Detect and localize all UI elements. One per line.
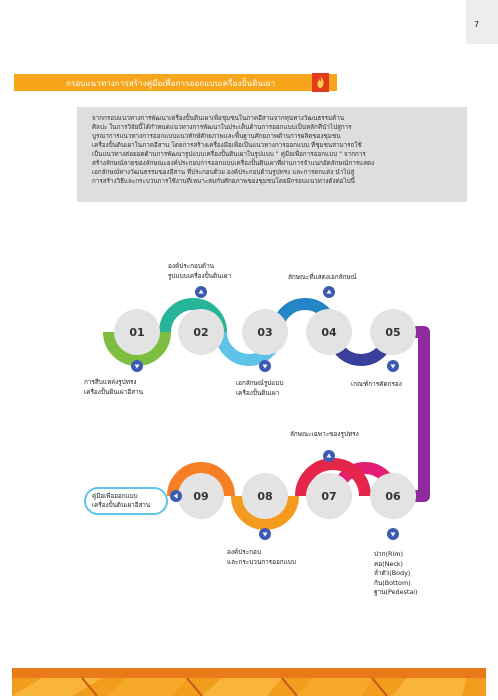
step-02-label: องค์ประกอบด้าน รูปแบบเครื่องปั้นดินเผา (168, 262, 232, 280)
step-01: 01 (114, 309, 160, 355)
step-01-number: 01 (129, 326, 144, 339)
connector-05-06 (393, 326, 430, 502)
intro-paragraph: จากกรอบแนวทางการพัฒนาเครื่องปั้นดินเผาเพ… (92, 115, 375, 185)
step-09-number: 09 (193, 490, 208, 503)
intro-box (77, 107, 467, 202)
arrow-up-icon (323, 286, 335, 298)
step-02-number: 02 (193, 326, 208, 339)
step-04-label: ลักษณะที่แสดงเอกลักษณ์ (288, 273, 357, 281)
arrow-left-icon (170, 490, 182, 502)
step-04: 04 (306, 309, 352, 355)
step-05-label: เกณฑ์การคัดกรอง (351, 380, 402, 388)
result-label: คู่มือเพื่อออกแบบ เครื่องปั้นดินเผาอีสาน (92, 493, 151, 509)
section-banner (14, 74, 337, 91)
step-02: 02 (178, 309, 224, 355)
result-box (84, 487, 168, 515)
arrow-down-icon (259, 528, 271, 540)
flame-icon (317, 76, 324, 88)
step-08-number: 08 (257, 490, 272, 503)
arc-07 (295, 458, 371, 497)
step-07-label: ลักษณะเฉพาะของรูปทรง (290, 430, 359, 438)
page-number: 7 (474, 20, 480, 29)
step-03-number: 03 (257, 326, 272, 339)
arrow-up-icon (195, 286, 207, 298)
arrow-down-icon (259, 360, 271, 372)
arc-09 (167, 462, 235, 497)
step-03-label: เอกลักษณ์รูปแบบ เครื่องปั้นดินเผา (236, 379, 284, 397)
step-07-number: 07 (321, 490, 336, 503)
page-corner-tab (466, 0, 498, 44)
arrow-down-icon (131, 360, 143, 372)
footer-band (12, 668, 486, 697)
footer-pattern (12, 668, 486, 697)
step-07: 07 (306, 473, 352, 519)
section-title: กรอบแนวทางการสร้างคู่มือเพื่อการออกแบบเค… (66, 79, 276, 88)
step-06: 06 (370, 473, 416, 519)
step-04-number: 04 (321, 326, 337, 339)
step-06-number: 06 (385, 490, 401, 503)
step-09: 09 (178, 473, 224, 519)
step-08-label: องค์ประกอบ และกระบวนการออกแบบ (227, 548, 296, 566)
arc-08 (231, 495, 299, 530)
arrow-up-icon (323, 450, 335, 462)
arrow-down-icon (387, 360, 399, 372)
step-05: 05 (370, 309, 416, 355)
arrow-down-icon (387, 528, 399, 540)
step-01-label: การสืบแหล่งรูปทรง เครื่องปั้นดินเผาอีสาน (84, 378, 144, 396)
step-03: 03 (242, 309, 288, 355)
banner-accent (312, 73, 329, 92)
step-05-number: 05 (385, 326, 400, 339)
step-08: 08 (242, 473, 288, 519)
step-06-label: ปาก(Rim) คอ(Neck) ลำตัว(Body) ก้น(Bottom… (374, 550, 418, 596)
